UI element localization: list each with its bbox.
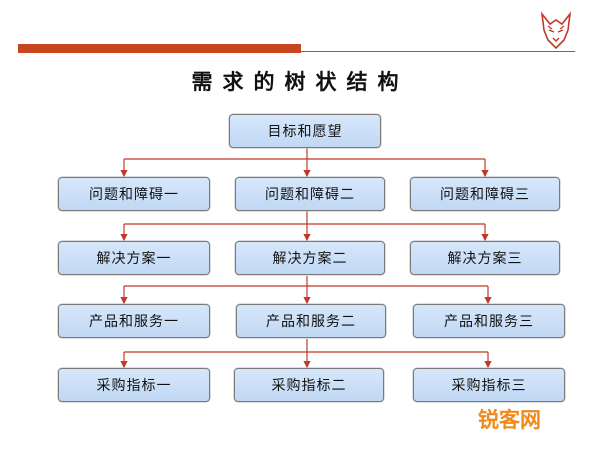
product-node-1: 产品和服务一	[58, 304, 210, 338]
solution-node-2: 解决方案二	[235, 241, 385, 275]
procurement-node-3: 采购指标三	[413, 368, 565, 402]
root-node-goals: 目标和愿望	[229, 114, 381, 148]
procurement-node-1: 采购指标一	[58, 368, 210, 402]
product-node-3: 产品和服务三	[413, 304, 565, 338]
problem-node-1: 问题和障碍一	[58, 177, 210, 211]
header-rule	[300, 51, 575, 52]
header-accent-bar	[18, 44, 301, 53]
page-title: 需求的树状结构	[191, 70, 409, 94]
solution-node-1: 解决方案一	[58, 241, 210, 275]
watermark-logo: 锐客网	[478, 408, 541, 432]
procurement-node-2: 采购指标二	[234, 368, 384, 402]
solution-node-3: 解决方案三	[410, 241, 560, 275]
product-node-2: 产品和服务二	[236, 304, 386, 338]
wolf-logo-icon	[540, 11, 572, 50]
problem-node-3: 问题和障碍三	[410, 177, 560, 211]
problem-node-2: 问题和障碍二	[235, 177, 385, 211]
